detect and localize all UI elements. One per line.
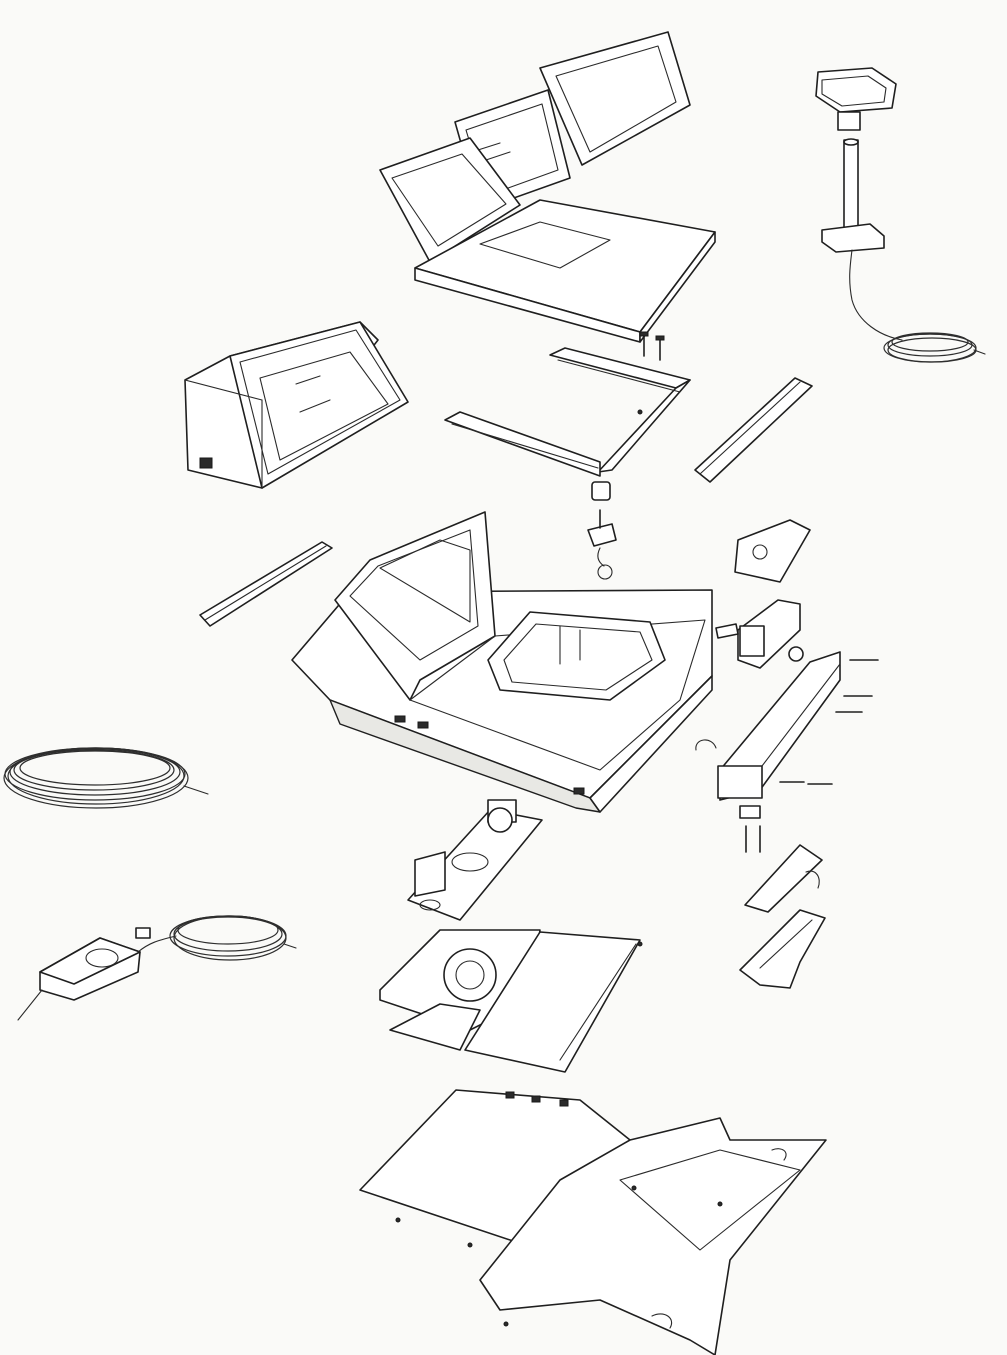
- tower-window-face: [229, 321, 409, 489]
- motor: [443, 948, 497, 1002]
- display-head: [815, 67, 897, 113]
- motor-board-assembly: [379, 929, 643, 1073]
- bottom-base-assembly: [359, 1089, 827, 1355]
- bracket-rail-side: [597, 379, 691, 473]
- lower-right-plate: [744, 844, 823, 913]
- right-side-trim-strip: [694, 377, 813, 483]
- pole-base: [821, 223, 885, 253]
- interface-cable-coil: [3, 747, 209, 809]
- optics-mount-plate: [407, 799, 543, 921]
- clip: [587, 523, 617, 547]
- clip-small: [695, 739, 717, 751]
- center-small-parts: [587, 481, 617, 580]
- power-cord: [17, 989, 43, 1021]
- front-window-frame: [379, 137, 521, 263]
- top-window-assembly: [379, 31, 716, 343]
- base-chassis: [479, 1117, 827, 1355]
- bumper: [591, 481, 611, 501]
- display-mount: [837, 111, 861, 131]
- mirror-plate: [407, 809, 543, 921]
- bracket-rail-front: [444, 411, 601, 477]
- platter-window: [479, 221, 611, 269]
- tray-platter-well: [487, 611, 666, 701]
- bracket-rail-rear: [549, 347, 691, 389]
- vertical-scanner-housing: [184, 321, 409, 489]
- lower-right-bracket: [739, 909, 826, 989]
- channel-bar: [719, 651, 841, 801]
- hinge-bracket-upper: [734, 519, 811, 583]
- rear-window-frame: [539, 31, 691, 166]
- customer-display-pole: [815, 67, 986, 363]
- display-pole: [843, 139, 859, 231]
- motor-cover: [389, 1003, 481, 1051]
- platter-bracket-frame: [444, 331, 691, 477]
- right-hardware-cluster: [695, 519, 879, 989]
- main-scanner-tray: [291, 511, 713, 813]
- display-cable: [849, 249, 903, 341]
- spring-ring: [597, 564, 613, 580]
- tower-vent: [199, 457, 213, 469]
- circuit-board: [464, 931, 641, 1073]
- power-supply: [17, 915, 297, 1021]
